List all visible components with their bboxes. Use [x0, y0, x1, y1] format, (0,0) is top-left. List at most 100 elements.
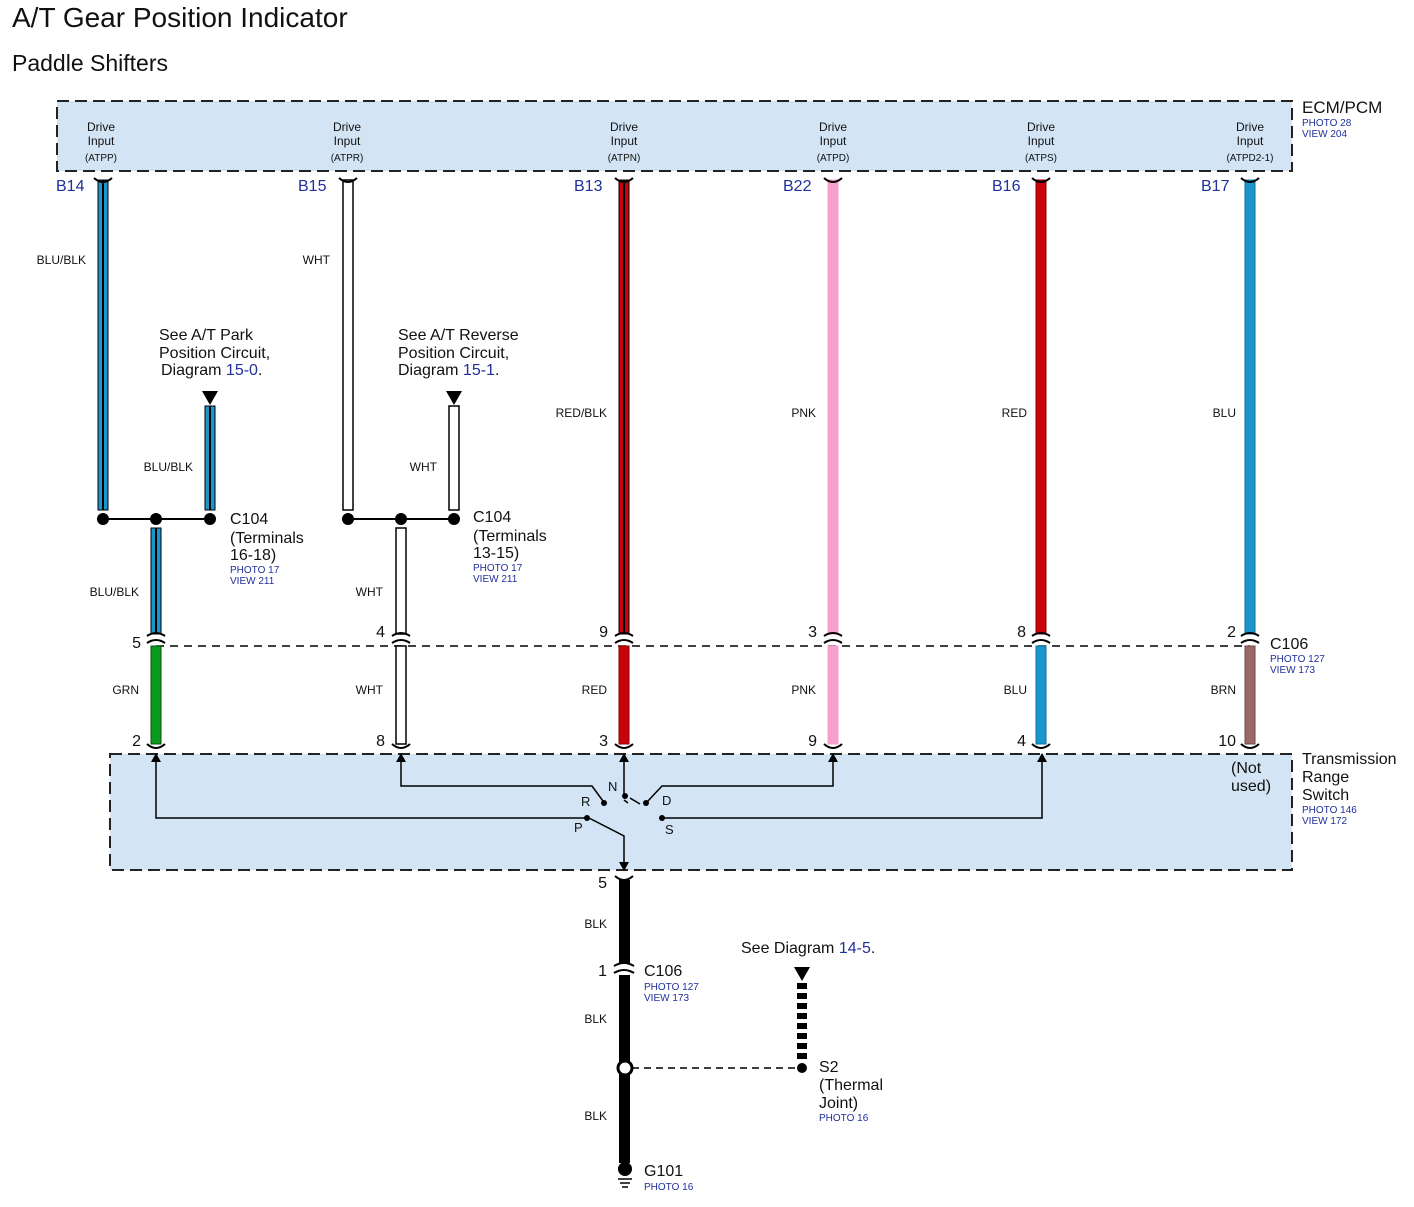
label-grn: GRN: [112, 683, 139, 697]
trs-contact-p: [584, 815, 590, 821]
wire-blu: [1244, 179, 1256, 635]
trs-arrow-3-icon: [619, 753, 629, 762]
trs-cap-5: [1031, 743, 1051, 749]
label-wht-3: WHT: [356, 585, 384, 599]
c106-cap-3: [614, 632, 634, 644]
label-red: RED: [1002, 406, 1028, 420]
trs-pin-3: 3: [599, 733, 608, 750]
c106-pin-9: 9: [599, 624, 608, 641]
input-3-code: (ATPN): [608, 153, 641, 164]
label-blk-3: BLK: [584, 1109, 607, 1123]
trs-pos-d: D: [662, 793, 671, 808]
c106-pin-4: 4: [376, 624, 385, 641]
trs-internal-wiring: [155, 756, 1043, 866]
c104a-photo: PHOTO 17: [230, 565, 280, 576]
c106-pin-3: 3: [808, 624, 817, 641]
label-blk-1: BLK: [584, 917, 607, 931]
label-blu: BLU: [1213, 406, 1236, 420]
trs-pin-10: 10: [1218, 733, 1236, 750]
c106-cap-6: [1240, 632, 1260, 644]
label-pnk-low: PNK: [791, 683, 816, 697]
wire-pnk: [827, 179, 839, 635]
trs-pin-9: 9: [808, 733, 817, 750]
input-5-l2: Input: [1028, 134, 1055, 148]
ecm-pcm-box: [56, 100, 1293, 172]
park-diagram-link: 15-0: [226, 362, 258, 379]
label-blu-blk-3: BLU/BLK: [90, 585, 139, 599]
s2-dot: [797, 1063, 807, 1073]
trs-arrow-down-icon: [619, 862, 629, 871]
pin-b16: B16: [992, 178, 1021, 195]
wire-red-blk: [618, 179, 630, 635]
label-red-low: RED: [582, 683, 608, 697]
trs-cap-1: [146, 743, 166, 749]
reverse-note-l2: Position Circuit,: [398, 345, 509, 362]
park-note-l2: Position Circuit,: [159, 345, 270, 362]
c106g-name: C106: [644, 963, 682, 980]
c104b-name: C104: [473, 509, 511, 526]
c106g-cap: [613, 962, 635, 974]
label-wht-low: WHT: [356, 683, 384, 697]
c106-cap-2: [391, 632, 411, 644]
trs-contact-r: [601, 800, 607, 806]
trs-box: [109, 753, 1293, 871]
trs-arrow-4-icon: [828, 753, 838, 762]
s2-l2: (Thermal: [819, 1077, 883, 1094]
c104b-dot-3: [448, 513, 460, 525]
g101-photo: PHOTO 16: [644, 1182, 694, 1193]
pin-b14: B14: [56, 178, 85, 195]
ecm-name: ECM/PCM: [1302, 98, 1382, 117]
cap-b17: [1240, 177, 1260, 183]
thermal-note: See Diagram 14-5.: [741, 940, 875, 957]
label-blu-blk-2: BLU/BLK: [144, 460, 193, 474]
c104b-l2: (Terminals: [473, 528, 547, 545]
input-4-l2: Input: [820, 134, 847, 148]
wire-red: [1035, 179, 1047, 635]
input-6-code: (ATPD2-1): [1226, 153, 1273, 164]
trs-arrow-5-icon: [1037, 753, 1047, 762]
trs-cap-3: [614, 743, 634, 749]
wire-blu-blk-mid: [150, 527, 162, 635]
pin-b15: B15: [298, 178, 327, 195]
c104a-view: VIEW 211: [230, 576, 275, 587]
label-blk-2: BLK: [584, 1012, 607, 1026]
reverse-diagram-link: 15-1: [463, 362, 495, 379]
input-1-l1: Drive: [87, 120, 115, 134]
input-3-l2: Input: [611, 134, 638, 148]
trs-pos-n: N: [608, 779, 617, 794]
wire-wht-1: [342, 179, 354, 511]
trs-arrow-2-icon: [396, 753, 406, 762]
c106-photo: PHOTO 127: [1270, 654, 1325, 665]
c106g-photo: PHOTO 127: [644, 982, 699, 993]
trs-contact-s: [659, 815, 665, 821]
ground-symbol-icon: [618, 1178, 632, 1188]
input-2-l1: Drive: [333, 120, 361, 134]
trs-pos-r: R: [581, 794, 590, 809]
wire-pnk-low: [827, 645, 839, 745]
c106-pin-5: 5: [132, 635, 141, 652]
wire-wht-reverse: [448, 405, 460, 511]
c104b-dot-2: [395, 513, 407, 525]
cap-b15: [338, 177, 358, 183]
park-note-l1: See A/T Park: [159, 327, 254, 344]
c104b-view: VIEW 211: [473, 574, 518, 585]
c104a-dot-1: [97, 513, 109, 525]
c104a-dot-3: [204, 513, 216, 525]
c106g-view: VIEW 173: [644, 993, 689, 1004]
g101-name: G101: [644, 1163, 683, 1180]
wire-red-low: [618, 645, 630, 745]
page-subtitle: Paddle Shifters: [12, 50, 168, 76]
trs-name-l2: Range: [1302, 769, 1349, 786]
pin-b17: B17: [1201, 178, 1230, 195]
input-4-l1: Drive: [819, 120, 847, 134]
c106-cap-4: [823, 632, 843, 644]
cap-b14: [93, 177, 113, 183]
c104b-l3: 13-15): [473, 545, 519, 562]
park-note-l3: Diagram 15-0.: [161, 362, 262, 379]
c104b-photo: PHOTO 17: [473, 563, 523, 574]
pin-b22: B22: [783, 178, 812, 195]
label-wht-1: WHT: [303, 253, 331, 267]
park-arrow-icon: [202, 391, 218, 405]
c104a-l2: (Terminals: [230, 530, 304, 547]
